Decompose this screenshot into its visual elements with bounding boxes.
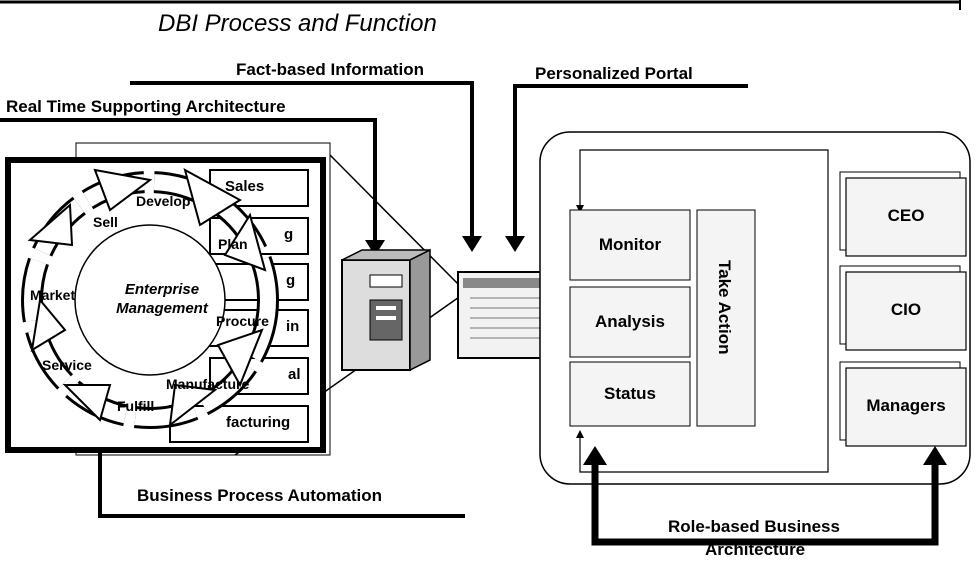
- server-icon: [341, 248, 431, 372]
- arrow-market: [27, 202, 74, 247]
- monitor-box: [569, 209, 691, 281]
- panel-text-1: Sales: [225, 178, 265, 195]
- fact-based-connector: [130, 81, 474, 240]
- arrow-sell: [93, 168, 153, 212]
- ceo-label: CEO: [887, 206, 925, 225]
- ceo-box: [845, 177, 967, 257]
- cycle-center-line2: Management: [116, 300, 208, 317]
- fact-based-arrowhead: [462, 236, 482, 252]
- arrow-manufacture: [168, 383, 218, 428]
- portal-arrowhead: [505, 236, 525, 252]
- take-action-label: Take Action: [715, 260, 734, 355]
- label-fact-based: Fact-based Information: [236, 60, 424, 79]
- panel-text-3: g: [286, 272, 296, 289]
- stage-service: Service: [42, 357, 92, 373]
- monitor-label: Monitor: [598, 235, 662, 254]
- panel-text-4: in: [286, 318, 300, 335]
- label-role-based-1: Role-based Business: [668, 517, 840, 536]
- status-label: Status: [604, 384, 656, 403]
- label-realtime: Real Time Supporting Architecture: [6, 97, 286, 116]
- arrow-plan: [223, 212, 267, 272]
- arrow-fulfill: [62, 384, 112, 422]
- cycle-center: [74, 224, 226, 376]
- cycle-ring-light: [24, 174, 276, 426]
- stage-procure: Procure: [216, 313, 269, 329]
- stage-market: Market: [30, 287, 76, 303]
- projection-line-top: [329, 154, 463, 289]
- managers-label: Managers: [866, 396, 946, 415]
- take-action-box: [696, 209, 756, 427]
- panel-text-5: al: [288, 366, 301, 383]
- managers-box: [845, 367, 967, 447]
- cycle-center-line1: Enterprise: [124, 281, 200, 298]
- feedback-arrow-bottom: [576, 430, 584, 438]
- stage-plan: Plan: [218, 236, 248, 252]
- status-box: [569, 361, 691, 427]
- cio-box: [845, 271, 967, 351]
- feedback-arrow-top: [576, 205, 584, 213]
- panel-text-6: facturing: [226, 414, 291, 431]
- role-arrow-left: [583, 446, 607, 465]
- portal-screen-icon: [457, 271, 553, 359]
- analysis-label: Analysis: [595, 312, 665, 331]
- label-role-based-2: Architecture: [705, 540, 806, 559]
- stage-manufacture: Manufacture: [166, 376, 250, 392]
- cio-label: CIO: [890, 300, 922, 319]
- stage-sell: Sell: [93, 214, 118, 230]
- arrow-develop: [183, 167, 242, 227]
- analysis-box: [569, 286, 691, 358]
- stage-develop: Develop: [136, 193, 191, 209]
- label-portal: Personalized Portal: [535, 64, 693, 83]
- cycle-ring: [21, 167, 279, 429]
- panel-text-2: g: [284, 226, 294, 243]
- diagram-title: DBI Process and Function: [158, 10, 437, 37]
- realtime-connector: [0, 118, 377, 245]
- portal-connector: [513, 84, 748, 240]
- stage-fulfill: Fulfill: [117, 398, 155, 414]
- feedback-loop: [579, 149, 829, 473]
- realtime-arrowhead: [365, 240, 385, 256]
- role-based-connector: [591, 460, 939, 546]
- cycle-center-label: Enterprise Management: [102, 280, 222, 318]
- arrow-service: [30, 297, 67, 352]
- label-bpa: Business Process Automation: [137, 486, 382, 505]
- role-arrow-right: [923, 446, 947, 465]
- arrow-procure: [216, 328, 264, 388]
